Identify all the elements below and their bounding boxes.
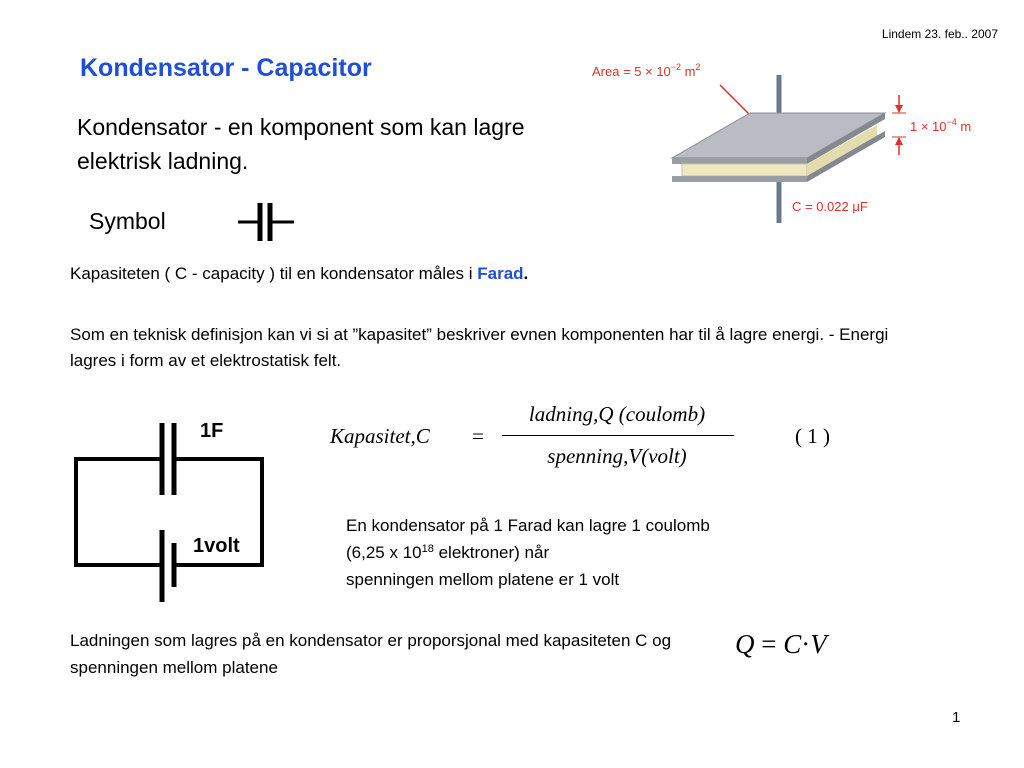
farad-unit: Farad: [477, 264, 524, 283]
charge-formula: Q = C·V: [735, 629, 827, 659]
capacitor-plates-figure: Area = 5 × 10−2 m2 1 × 10−4 m C = 0.022 …: [592, 62, 971, 223]
capacity-text: Kapasiteten ( C - capacity ) til en kond…: [70, 264, 529, 283]
slide-title: Kondensator - Capacitor: [80, 54, 372, 82]
formula-denominator: spenning,V(volt): [547, 444, 687, 468]
capacitor-symbol-icon: [238, 203, 294, 241]
formula-numerator: ladning,Q (coulomb): [528, 402, 706, 426]
circuit-diagram: [74, 423, 264, 602]
capacitance-label: C = 0.022 μF: [792, 199, 868, 214]
fraction-bar: [502, 435, 734, 436]
proportional-text: Ladningen som lagres på en kondensator e…: [70, 631, 672, 677]
intro-text: Kondensator - en komponent som kan lagre…: [77, 114, 525, 174]
page-number: 1: [952, 709, 961, 726]
area-label: Area = 5 × 10−2 m2: [592, 62, 701, 79]
gap-label: 1 × 10−4 m: [910, 117, 971, 134]
author-date: Lindem 23. feb.. 2007: [881, 27, 998, 41]
formula-lhs: Kapasitet,C: [330, 424, 430, 448]
capacitor-label: 1F: [200, 420, 224, 442]
equation-number: ( 1 ): [795, 424, 830, 448]
farad-explanation: En kondensator på 1 Farad kan lagre 1 co…: [346, 516, 710, 589]
formula-equals: =: [472, 424, 484, 448]
battery-label: 1volt: [193, 535, 240, 557]
definition-text: Som en teknisk definisjon kan vi si at ”…: [70, 325, 889, 370]
symbol-label: Symbol: [89, 208, 166, 234]
